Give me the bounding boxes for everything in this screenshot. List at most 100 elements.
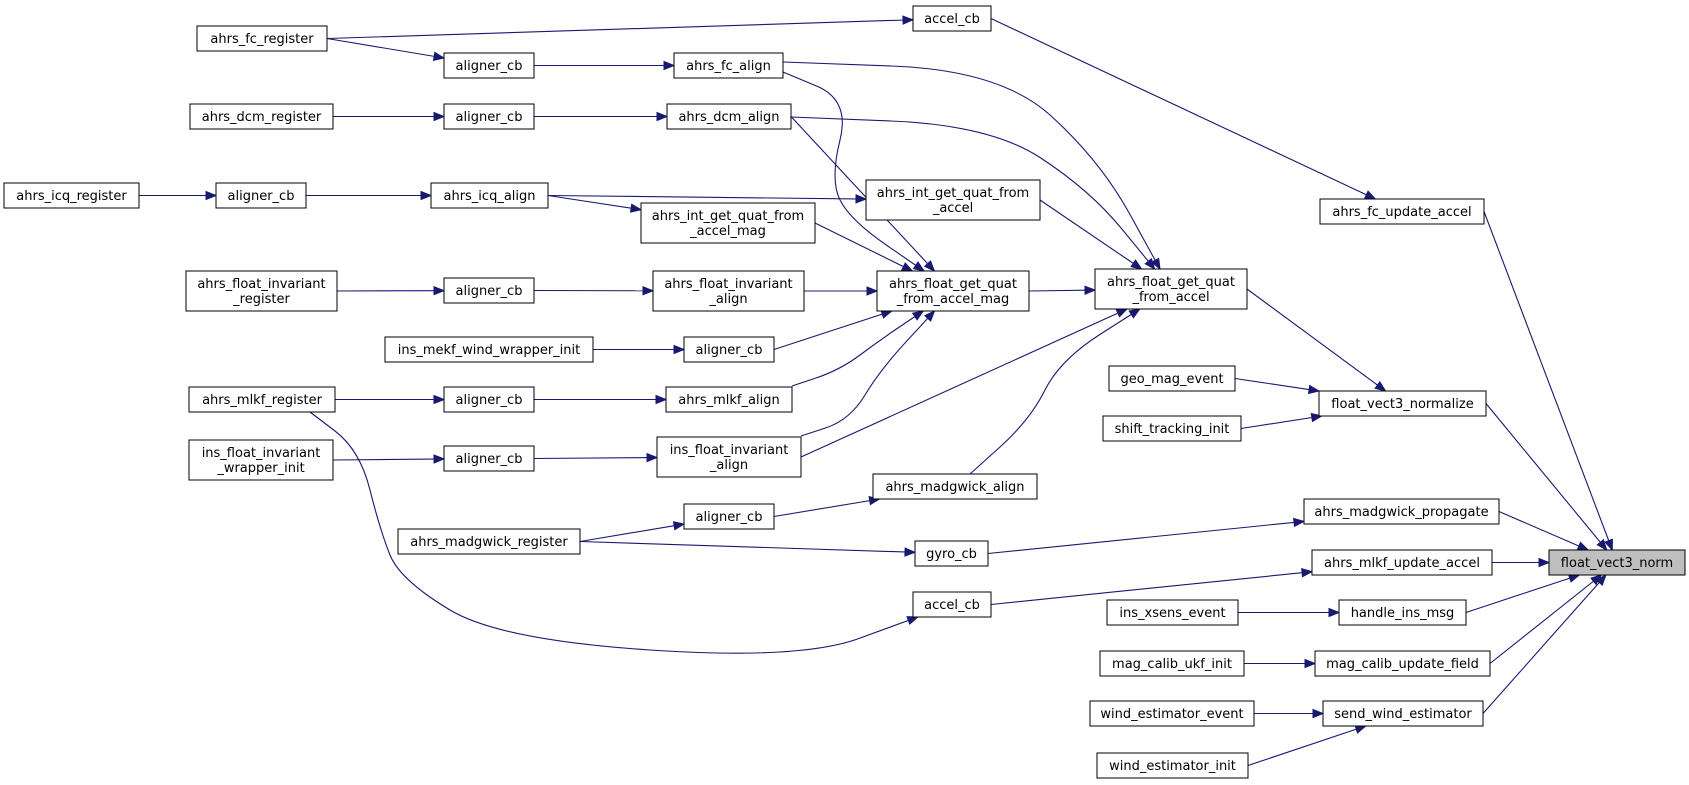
node-ahrs_mlkf_align[interactable]: ahrs_mlkf_align: [665, 386, 793, 413]
node-box: [196, 25, 328, 52]
nodes-layer: float_vect3_normahrs_fc_update_accelacce…: [3, 5, 1686, 779]
edge-aligner_cb_mlkf-to-ahrs_mlkf_align: [534, 394, 668, 405]
edge-wind_estimator_event-to-send_wind_estimator: [1254, 708, 1325, 719]
node-mag_calib_update_field[interactable]: mag_calib_update_field: [1314, 650, 1491, 677]
node-label: float_vect3_norm: [1561, 556, 1673, 571]
node-ahrs_madgwick_register[interactable]: ahrs_madgwick_register: [397, 528, 581, 555]
node-ahrs_dcm_align[interactable]: ahrs_dcm_align: [666, 103, 792, 130]
node-ahrs_float_invariant_align[interactable]: ahrs_float_invariant_align: [652, 270, 805, 312]
node-ahrs_mlkf_register[interactable]: ahrs_mlkf_register: [188, 386, 336, 413]
node-label: ahrs_dcm_register: [202, 110, 322, 125]
node-ahrs_dcm_register[interactable]: ahrs_dcm_register: [189, 103, 334, 130]
node-ahrs_madgwick_propagate[interactable]: ahrs_madgwick_propagate: [1303, 498, 1500, 525]
node-ahrs_mlkf_update_accel[interactable]: ahrs_mlkf_update_accel: [1311, 549, 1493, 576]
node-aligner_cb_fc[interactable]: aligner_cb: [443, 52, 535, 79]
node-label: aligner_cb: [228, 189, 295, 204]
node-label: ins_float_invariant: [670, 443, 789, 458]
node-box: [666, 103, 792, 130]
edge-geo_mag_event-to-float_vect3_normalize: [1234, 377, 1321, 395]
node-gyro_cb[interactable]: gyro_cb: [914, 540, 989, 567]
node-ins_float_invariant_wrapper_init[interactable]: ins_float_invariant_wrapper_init: [188, 439, 334, 481]
node-label: ahrs_float_invariant: [664, 277, 792, 292]
node-ahrs_float_get_quat_from_accel[interactable]: ahrs_float_get_quat_from_accel: [1094, 268, 1248, 310]
node-label: ahrs_madgwick_register: [410, 535, 568, 550]
edge-ins_mekf_wind_wrapper_init-to-aligner_cb_mekf: [593, 344, 686, 355]
node-box: [397, 528, 581, 555]
node-label: mag_calib_ukf_init: [1112, 657, 1232, 672]
node-shift_tracking_init[interactable]: shift_tracking_init: [1102, 415, 1242, 442]
node-wind_estimator_event[interactable]: wind_estimator_event: [1089, 700, 1255, 727]
edge-ahrs_madgwick_align-to-ahrs_float_get_quat_from_accel: [969, 308, 1141, 475]
node-box: [1319, 198, 1485, 225]
node-ahrs_fc_register[interactable]: ahrs_fc_register: [196, 25, 328, 52]
node-float_vect3_norm[interactable]: float_vect3_norm: [1548, 549, 1686, 576]
node-label: send_wind_estimator: [1334, 707, 1472, 722]
edges-layer: [139, 15, 1613, 767]
node-aligner_cb_dcm[interactable]: aligner_cb: [443, 103, 535, 130]
node-ahrs_fc_align[interactable]: ahrs_fc_align: [673, 52, 784, 79]
edge-aligner_cb_mekf-to-ahrs_float_get_quat_from_accel_mag: [773, 309, 894, 351]
node-box: [1311, 549, 1493, 576]
edge-ahrs_mlkf_register-to-aligner_cb_mlkf: [335, 394, 446, 405]
node-ahrs_madgwick_align[interactable]: ahrs_madgwick_align: [872, 473, 1038, 500]
node-box: [1099, 650, 1245, 677]
edge-ahrs_int_get_quat_from_accel_mag-to-ahrs_float_get_quat_from_accel_mag: [814, 222, 914, 272]
node-label: _wrapper_init: [216, 461, 304, 476]
node-aligner_cb_finv[interactable]: aligner_cb: [443, 277, 535, 304]
node-ins_xsens_event[interactable]: ins_xsens_event: [1106, 599, 1239, 626]
node-box: [3, 182, 140, 209]
node-ins_mekf_wind_wrapper_init[interactable]: ins_mekf_wind_wrapper_init: [384, 336, 594, 363]
node-aligner_cb_madg[interactable]: aligner_cb: [683, 503, 775, 530]
node-ahrs_float_get_quat_from_accel_mag[interactable]: ahrs_float_get_quat_from_accel_mag: [876, 270, 1030, 312]
node-send_wind_estimator[interactable]: send_wind_estimator: [1322, 700, 1484, 727]
node-label: aligner_cb: [456, 59, 523, 74]
edge-ahrs_dcm_align-to-ahrs_float_get_quat_from_accel: [790, 116, 1156, 271]
node-ahrs_icq_align[interactable]: ahrs_icq_align: [430, 182, 549, 209]
edge-send_wind_estimator-to-float_vect3_norm: [1482, 573, 1607, 714]
node-box: [188, 386, 336, 413]
node-label: ins_xsens_event: [1119, 606, 1225, 621]
edge-shift_tracking_init-to-float_vect3_normalize: [1240, 412, 1324, 430]
node-box: [656, 436, 802, 478]
node-label: aligner_cb: [456, 284, 523, 299]
node-mag_calib_ukf_init[interactable]: mag_calib_ukf_init: [1099, 650, 1245, 677]
node-aligner_cb_icq[interactable]: aligner_cb: [215, 182, 307, 209]
node-handle_ins_msg[interactable]: handle_ins_msg: [1338, 599, 1467, 626]
node-label: _accel_mag: [689, 224, 766, 239]
node-label: _register: [232, 292, 290, 307]
edge-ahrs_int_get_quat_from_accel-to-ahrs_float_get_quat_from_accel: [1039, 199, 1143, 270]
node-label: _align: [709, 458, 748, 473]
node-ahrs_fc_update_accel[interactable]: ahrs_fc_update_accel: [1319, 198, 1485, 225]
node-accel_cb_fc[interactable]: accel_cb: [912, 5, 992, 32]
node-ahrs_icq_register[interactable]: ahrs_icq_register: [3, 182, 140, 209]
node-label: aligner_cb: [696, 343, 763, 358]
node-label: gyro_cb: [926, 547, 977, 562]
node-box: [384, 336, 594, 363]
node-float_vect3_normalize[interactable]: float_vect3_normalize: [1318, 390, 1487, 417]
edge-ahrs_fc_align-to-ahrs_float_get_quat_from_accel_mag: [782, 71, 926, 272]
node-label: _accel: [932, 201, 973, 216]
node-geo_mag_event[interactable]: geo_mag_event: [1108, 365, 1236, 392]
edge-aligner_cb_dcm-to-ahrs_dcm_align: [534, 111, 669, 122]
node-aligner_cb_mekf[interactable]: aligner_cb: [683, 336, 775, 363]
node-aligner_cb_mlkf[interactable]: aligner_cb: [443, 386, 535, 413]
node-ahrs_int_get_quat_from_accel[interactable]: ahrs_int_get_quat_from_accel: [865, 179, 1041, 221]
node-box: [876, 270, 1030, 312]
node-accel_cb_mlkf[interactable]: accel_cb: [912, 591, 992, 618]
node-label: mag_calib_update_field: [1326, 657, 1479, 672]
edge-aligner_cb_madg-to-ahrs_madgwick_align: [773, 496, 881, 518]
node-aligner_cb_insinv[interactable]: aligner_cb: [443, 445, 535, 472]
node-ahrs_float_invariant_register[interactable]: ahrs_float_invariant_register: [185, 270, 338, 312]
edge-ahrs_dcm_register-to-aligner_cb_dcm: [333, 111, 446, 122]
edge-accel_cb_fc-to-ahrs_fc_update_accel: [990, 18, 1377, 200]
node-ahrs_int_get_quat_from_accel_mag[interactable]: ahrs_int_get_quat_from_accel_mag: [640, 202, 816, 244]
node-box: [865, 179, 1041, 221]
node-wind_estimator_init[interactable]: wind_estimator_init: [1096, 752, 1249, 779]
node-box: [683, 336, 775, 363]
node-ins_float_invariant_align[interactable]: ins_float_invariant_align: [656, 436, 802, 478]
node-label: ahrs_icq_align: [443, 189, 535, 204]
edge-aligner_cb_icq-to-ahrs_icq_align: [306, 190, 433, 201]
node-box: [1089, 700, 1255, 727]
node-label: float_vect3_normalize: [1331, 397, 1473, 412]
node-label: ahrs_fc_align: [686, 59, 771, 74]
